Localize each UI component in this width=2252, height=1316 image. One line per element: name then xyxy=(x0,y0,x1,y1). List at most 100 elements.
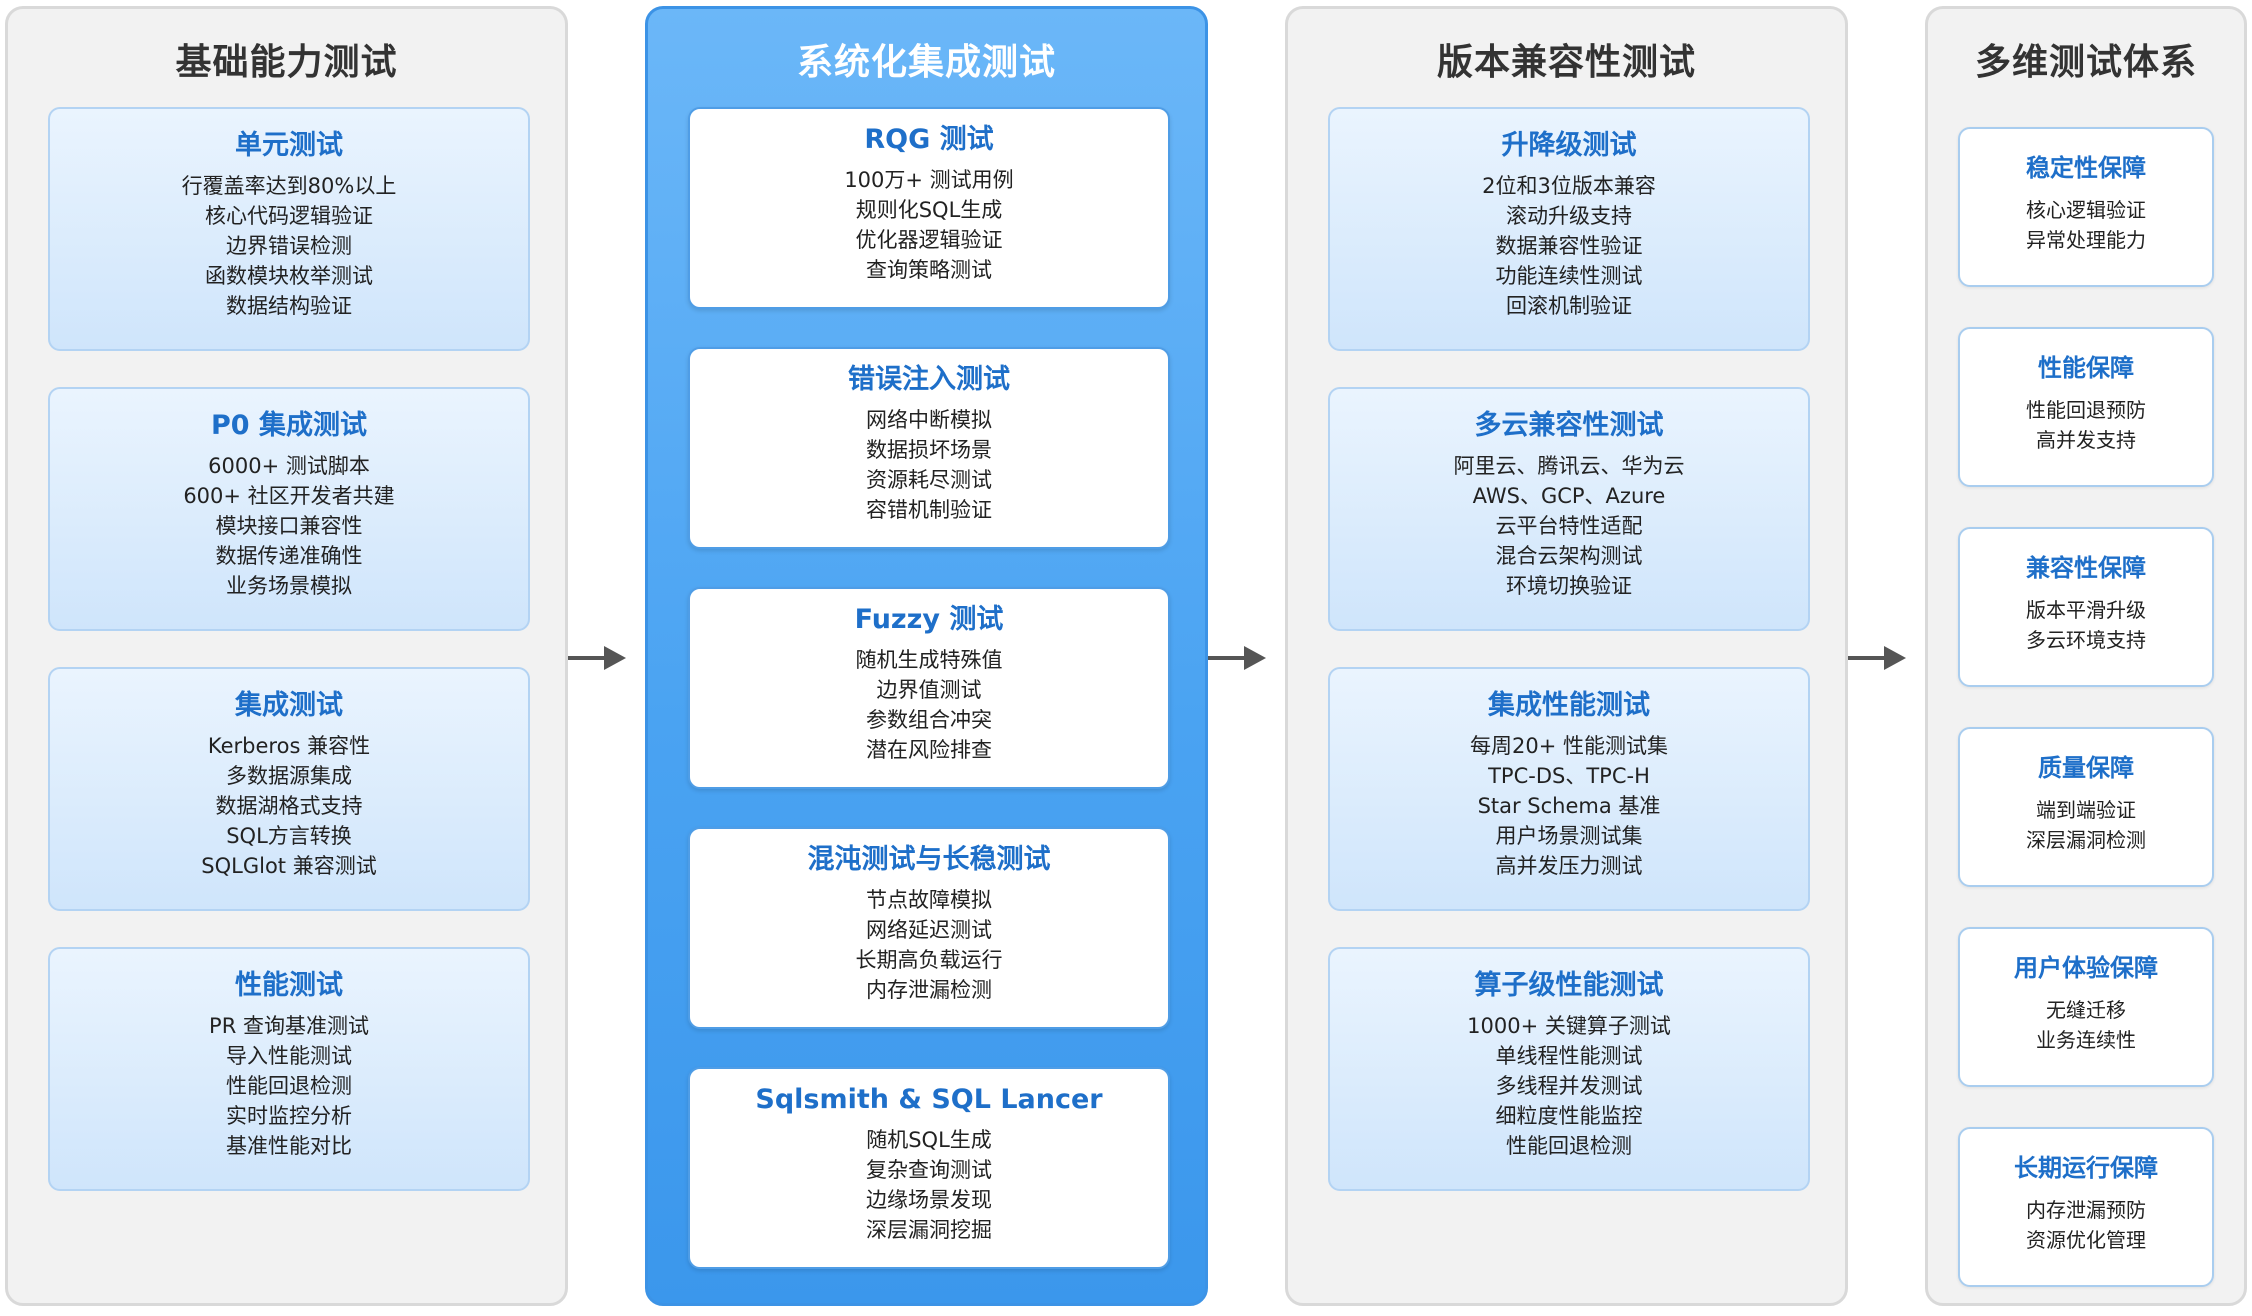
card-item: 资源优化管理 xyxy=(2026,1228,2146,1252)
card-stability-assurance: 稳定性保障 核心逻辑验证 异常处理能力 xyxy=(1958,127,2214,287)
card-item: 随机生成特殊值 xyxy=(855,648,1003,672)
card-item: 阿里云、腾讯云、华为云 xyxy=(1453,454,1685,478)
card-item: SQLGlot 兼容测试 xyxy=(201,854,377,878)
card-fuzzy-test: Fuzzy 测试 随机生成特殊值 边界值测试 参数组合冲突 潜在风险排查 xyxy=(688,587,1170,789)
card-item: 资源耗尽测试 xyxy=(866,468,992,492)
card-item: 用户场景测试集 xyxy=(1495,824,1643,848)
card-item: 规则化SQL生成 xyxy=(855,198,1003,222)
card-item: 实时监控分析 xyxy=(226,1104,352,1128)
card-integrated-performance-test: 集成性能测试 每周20+ 性能测试集 TPC-DS、TPC-H Star Sch… xyxy=(1328,667,1810,911)
card-integration-test: 集成测试 Kerberos 兼容性 多数据源集成 数据湖格式支持 SQL方言转换… xyxy=(48,667,530,911)
card-title: Fuzzy 测试 xyxy=(854,604,1004,635)
card-item: 数据传递准确性 xyxy=(215,544,363,568)
card-item: AWS、GCP、Azure xyxy=(1472,484,1666,508)
card-item: 单线程性能测试 xyxy=(1495,1044,1643,1068)
card-item: 边界错误检测 xyxy=(226,234,352,258)
card-chaos-stability-test: 混沌测试与长稳测试 节点故障模拟 网络延迟测试 长期高负载运行 内存泄漏检测 xyxy=(688,827,1170,1029)
column-title: 版本兼容性测试 xyxy=(1436,42,1696,83)
card-item: 600+ 社区开发者共建 xyxy=(183,484,395,508)
card-item: 网络延迟测试 xyxy=(866,918,992,942)
card-item: 多云环境支持 xyxy=(2026,628,2146,652)
arrow-right-icon xyxy=(1208,646,1266,670)
card-item: 1000+ 关键算子测试 xyxy=(1467,1014,1671,1038)
card-title: 错误注入测试 xyxy=(848,364,1010,395)
card-item: 端到端验证 xyxy=(2036,798,2136,822)
card-item: 6000+ 测试脚本 xyxy=(208,454,370,478)
column-title: 多维测试体系 xyxy=(1974,42,2197,83)
card-item: 多线程并发测试 xyxy=(1495,1074,1643,1098)
card-item: 深层漏洞挖掘 xyxy=(866,1218,992,1242)
column-system-integration-tests: 系统化集成测试 RQG 测试 100万+ 测试用例 规则化SQL生成 优化器逻辑… xyxy=(645,6,1208,1306)
card-item: 长期高负载运行 xyxy=(855,948,1003,972)
card-title: 性能测试 xyxy=(235,970,343,1001)
card-item: 函数模块枚举测试 xyxy=(205,264,373,288)
card-item: 容错机制验证 xyxy=(866,498,992,522)
card-item: 复杂查询测试 xyxy=(866,1158,992,1182)
column-title: 基础能力测试 xyxy=(175,42,398,83)
card-title: 长期运行保障 xyxy=(2014,1154,2158,1182)
card-title: 性能保障 xyxy=(2038,354,2134,382)
card-title: P0 集成测试 xyxy=(211,410,367,441)
card-title: 升降级测试 xyxy=(1501,130,1637,161)
card-item: 数据损坏场景 xyxy=(866,438,992,462)
card-item: 查询策略测试 xyxy=(866,258,992,282)
card-item: 版本平滑升级 xyxy=(2026,598,2146,622)
card-title: 集成性能测试 xyxy=(1488,690,1650,721)
card-quality-assurance: 质量保障 端到端验证 深层漏洞检测 xyxy=(1958,727,2214,887)
card-item: 多数据源集成 xyxy=(226,764,352,788)
card-upgrade-downgrade-test: 升降级测试 2位和3位版本兼容 滚动升级支持 数据兼容性验证 功能连续性测试 回… xyxy=(1328,107,1810,351)
card-item: 边界值测试 xyxy=(876,678,982,702)
card-item: 性能回退检测 xyxy=(1506,1134,1632,1158)
card-item: 随机SQL生成 xyxy=(866,1128,992,1152)
card-title: 质量保障 xyxy=(2038,754,2134,782)
card-multi-cloud-test: 多云兼容性测试 阿里云、腾讯云、华为云 AWS、GCP、Azure 云平台特性适… xyxy=(1328,387,1810,631)
card-item: 性能回退预防 xyxy=(2026,398,2146,422)
card-unit-test: 单元测试 行覆盖率达到80%以上 核心代码逻辑验证 边界错误检测 函数模块枚举测… xyxy=(48,107,530,351)
card-p0-integration-test: P0 集成测试 6000+ 测试脚本 600+ 社区开发者共建 模块接口兼容性 … xyxy=(48,387,530,631)
card-sqlsmith-sqllancer: Sqlsmith & SQL Lancer 随机SQL生成 复杂查询测试 边缘场… xyxy=(688,1067,1170,1269)
card-item: 回滚机制验证 xyxy=(1506,294,1632,318)
card-item: 边缘场景发现 xyxy=(866,1188,992,1212)
card-title: RQG 测试 xyxy=(864,124,994,155)
card-item: 高并发压力测试 xyxy=(1495,854,1643,878)
card-item: 数据结构验证 xyxy=(226,294,352,318)
card-item: 功能连续性测试 xyxy=(1495,264,1643,288)
card-title: 稳定性保障 xyxy=(2026,154,2146,182)
card-title: 兼容性保障 xyxy=(2026,554,2146,582)
card-item: 无缝迁移 xyxy=(2046,998,2126,1022)
card-item: 每周20+ 性能测试集 xyxy=(1470,734,1668,758)
card-item: 导入性能测试 xyxy=(226,1044,352,1068)
column-title: 系统化集成测试 xyxy=(796,42,1056,83)
card-item: SQL方言转换 xyxy=(226,824,352,848)
card-compatibility-assurance: 兼容性保障 版本平滑升级 多云环境支持 xyxy=(1958,527,2214,687)
card-item: 数据兼容性验证 xyxy=(1495,234,1643,258)
card-item: 行覆盖率达到80%以上 xyxy=(181,174,397,198)
card-rqg-test: RQG 测试 100万+ 测试用例 规则化SQL生成 优化器逻辑验证 查询策略测… xyxy=(688,107,1170,309)
card-item: 滚动升级支持 xyxy=(1506,204,1632,228)
card-title: 多云兼容性测试 xyxy=(1474,410,1664,441)
card-item: 核心代码逻辑验证 xyxy=(205,204,373,228)
card-title: 算子级性能测试 xyxy=(1474,970,1664,1001)
card-item: 基准性能对比 xyxy=(226,1134,352,1158)
card-item: 混合云架构测试 xyxy=(1495,544,1643,568)
card-title: Sqlsmith & SQL Lancer xyxy=(755,1084,1103,1115)
card-item: 数据湖格式支持 xyxy=(215,794,363,818)
card-performance-test: 性能测试 PR 查询基准测试 导入性能测试 性能回退检测 实时监控分析 基准性能… xyxy=(48,947,530,1191)
card-item: 节点故障模拟 xyxy=(866,888,992,912)
card-item: 异常处理能力 xyxy=(2026,228,2146,252)
card-title: 单元测试 xyxy=(235,130,343,161)
card-item: 环境切换验证 xyxy=(1506,574,1632,598)
column-basic-tests: 基础能力测试 单元测试 行覆盖率达到80%以上 核心代码逻辑验证 边界错误检测 … xyxy=(5,6,568,1306)
card-item: 深层漏洞检测 xyxy=(2026,828,2146,852)
card-item: PR 查询基准测试 xyxy=(209,1014,369,1038)
card-item: 性能回退检测 xyxy=(226,1074,352,1098)
card-title: 混沌测试与长稳测试 xyxy=(807,844,1051,875)
column-version-compatibility-tests: 版本兼容性测试 升降级测试 2位和3位版本兼容 滚动升级支持 数据兼容性验证 功… xyxy=(1285,6,1848,1306)
card-fault-injection-test: 错误注入测试 网络中断模拟 数据损坏场景 资源耗尽测试 容错机制验证 xyxy=(688,347,1170,549)
card-item: 参数组合冲突 xyxy=(866,708,992,732)
card-item: 潜在风险排查 xyxy=(866,738,992,762)
card-item: 业务连续性 xyxy=(2036,1028,2136,1052)
card-title: 用户体验保障 xyxy=(2014,954,2158,982)
card-item: Kerberos 兼容性 xyxy=(207,734,371,758)
card-item: 内存泄漏预防 xyxy=(2026,1198,2146,1222)
